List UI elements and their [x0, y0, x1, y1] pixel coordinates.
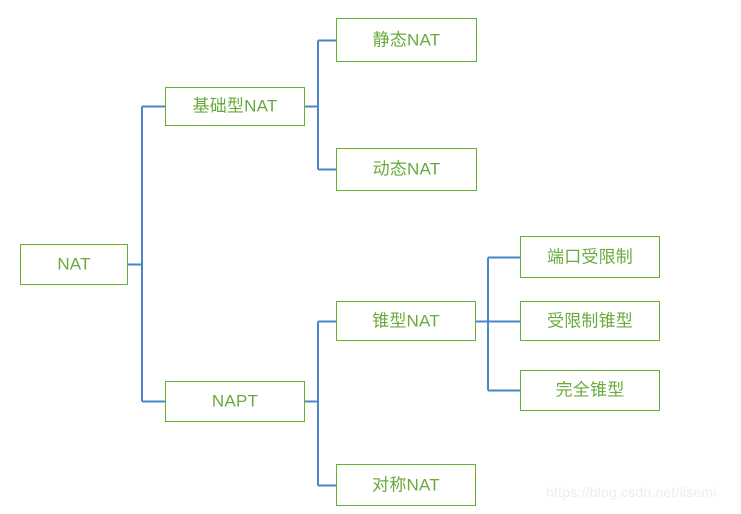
node-cone-nat[interactable]: 锥型NAT	[336, 301, 476, 341]
node-nat[interactable]: NAT	[20, 244, 128, 285]
watermark: https://blog.csdn.net/lisemi	[546, 484, 717, 500]
node-dynamic-nat-label: 动态NAT	[372, 159, 441, 179]
node-static-nat-label: 静态NAT	[372, 30, 441, 49]
node-full-cone[interactable]: 完全锥型	[520, 370, 660, 411]
node-napt[interactable]: NAPT	[165, 381, 305, 422]
node-full-cone-label: 完全锥型	[555, 380, 625, 400]
node-restricted-cone-label: 受限制锥型	[547, 311, 633, 330]
node-basic-nat-label: 基础型NAT	[192, 96, 278, 116]
node-static-nat[interactable]: 静态NAT	[336, 18, 477, 62]
node-symmetric-nat[interactable]: 对称NAT	[336, 464, 476, 506]
node-port-restricted-label: 端口受限制	[547, 247, 633, 266]
node-port-restricted[interactable]: 端口受限制	[520, 236, 660, 278]
node-symmetric-nat-label: 对称NAT	[372, 475, 440, 494]
node-restricted-cone[interactable]: 受限制锥型	[520, 301, 660, 341]
node-nat-label: NAT	[57, 254, 91, 274]
node-cone-nat-label: 锥型NAT	[372, 311, 440, 330]
node-dynamic-nat[interactable]: 动态NAT	[336, 148, 477, 191]
node-basic-nat[interactable]: 基础型NAT	[165, 87, 305, 126]
node-napt-label: NAPT	[211, 391, 259, 411]
